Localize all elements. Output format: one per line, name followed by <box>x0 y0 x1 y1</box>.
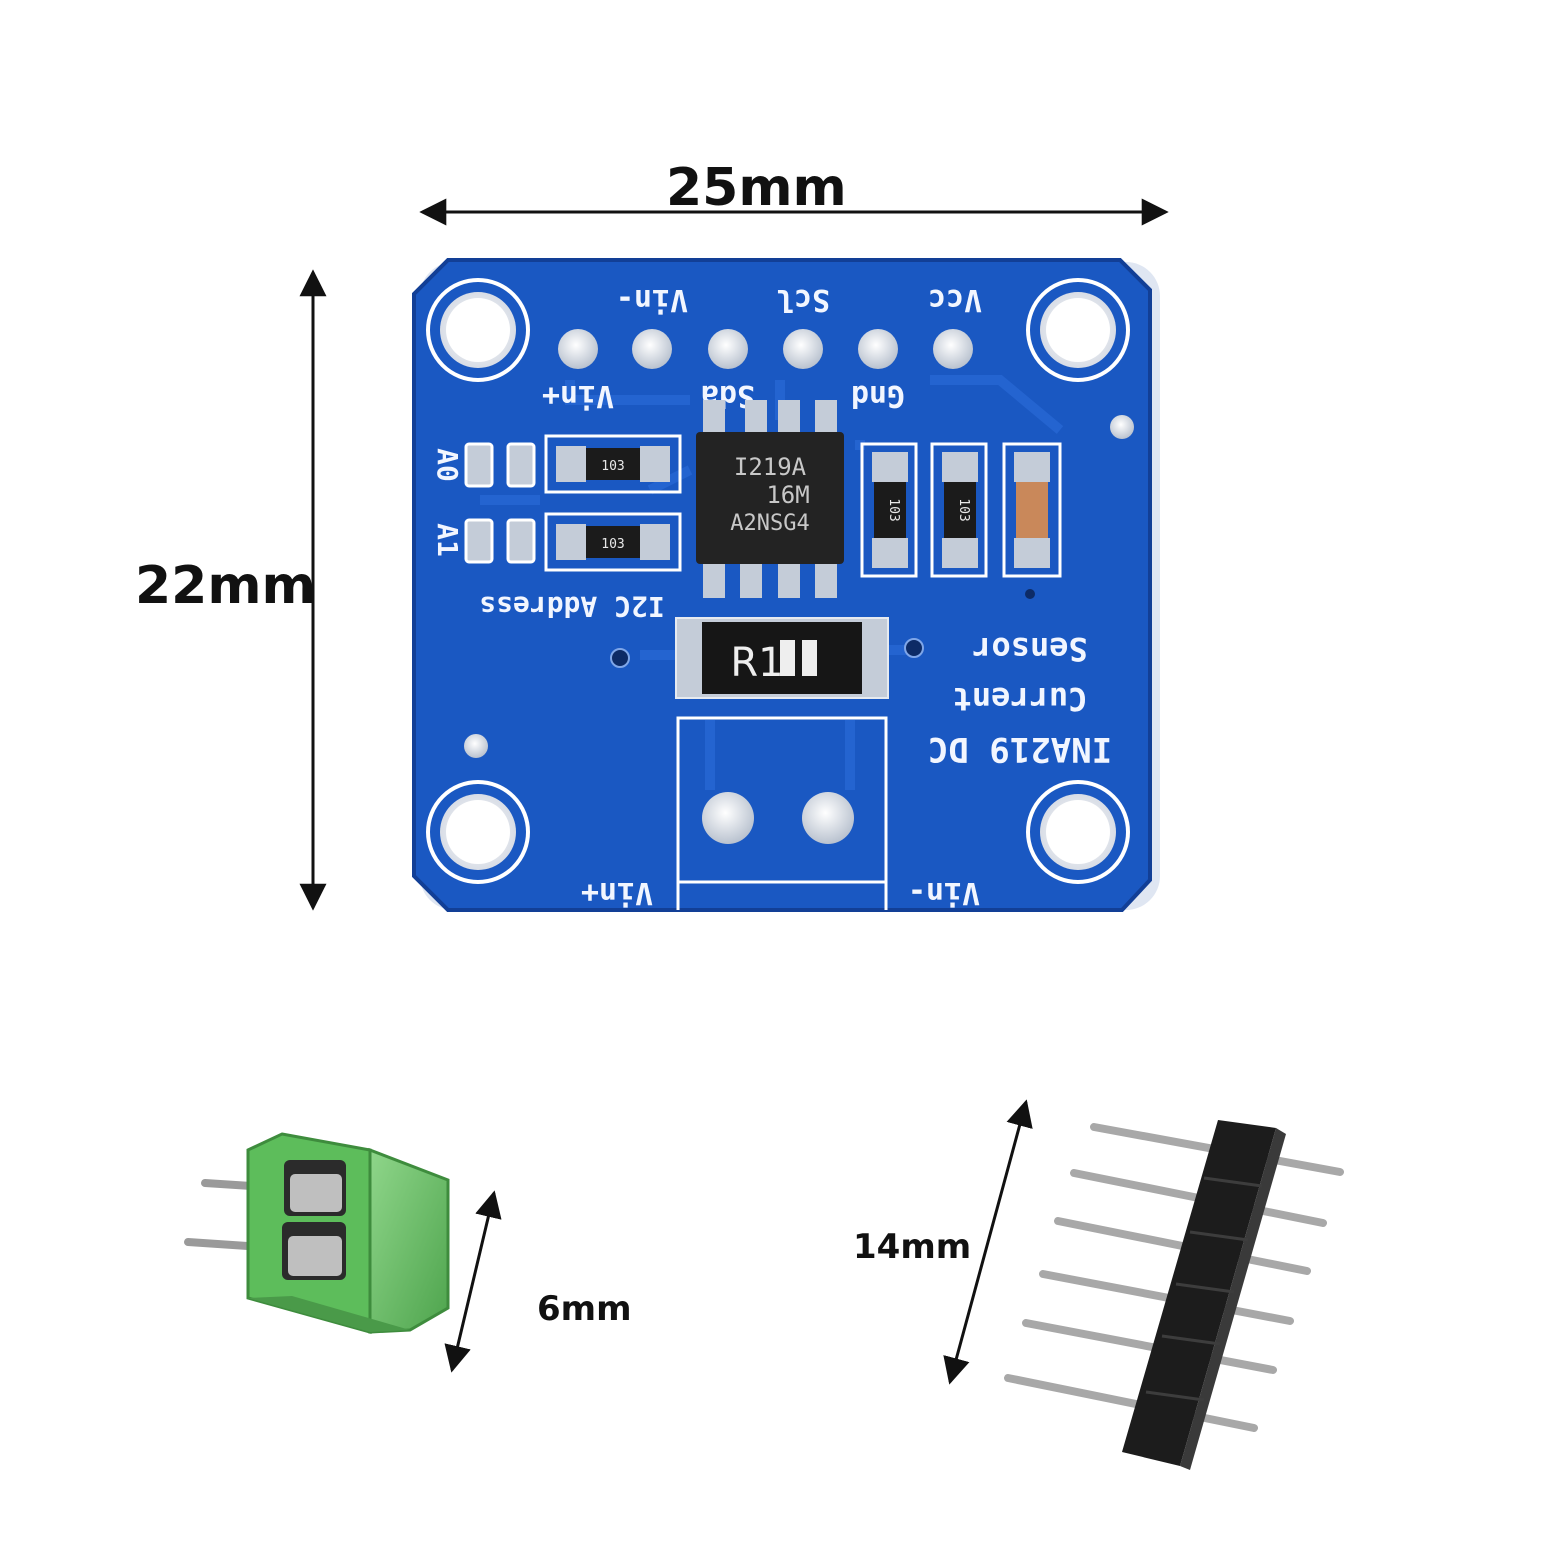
header-arrow <box>943 1099 1033 1385</box>
svg-text:Vin+: Vin+ <box>581 875 653 910</box>
svg-text:I2C Address: I2C Address <box>479 590 664 623</box>
via <box>1025 589 1035 599</box>
svg-text:I219A: I219A <box>734 453 807 481</box>
smd-resistor: 103 <box>860 442 918 578</box>
silk-label-i2c-address: I2C Address <box>479 590 664 623</box>
svg-text:Vin-: Vin- <box>908 875 980 910</box>
mounting-hole <box>1026 278 1130 382</box>
terminal-block-dimension-label: 6mm <box>537 1289 632 1329</box>
via <box>1110 415 1134 439</box>
mounting-hole <box>426 278 530 382</box>
address-solder-pads <box>464 442 536 564</box>
silk-label-a1: A1 <box>431 523 464 557</box>
silk-label-top-vin-minus: Vin- <box>616 282 688 317</box>
terminal-arrow <box>444 1190 502 1373</box>
silk-label-a0: A0 <box>431 448 464 482</box>
silk-label-top-scl: Scl <box>776 282 830 317</box>
terminal-footprint <box>676 716 888 910</box>
svg-text:R1: R1 <box>730 640 783 686</box>
silk-label-bottom-vin-minus: Vin- <box>908 875 980 910</box>
svg-text:A1: A1 <box>431 523 464 557</box>
svg-text:Vcc: Vcc <box>928 282 982 317</box>
silk-label-model: INA219 DC <box>928 729 1112 769</box>
svg-text:Vin-: Vin- <box>616 282 688 317</box>
silk-label-top-vcc: Vcc <box>928 282 982 317</box>
smd-resistor: 103 <box>544 512 682 572</box>
mounting-hole <box>1026 780 1130 884</box>
svg-text:A0: A0 <box>431 448 464 482</box>
screw-terminal-block <box>184 1132 450 1334</box>
svg-text:Gnd: Gnd <box>851 378 905 413</box>
pcb-board: Vin- Scl Vcc Vin+ Sda Gnd A0 A1 <box>412 258 1160 912</box>
header-pads <box>558 329 973 369</box>
svg-text:103: 103 <box>956 498 971 521</box>
via <box>610 648 630 668</box>
silk-label-current: Current <box>953 680 1088 718</box>
pin-header <box>1004 1120 1344 1470</box>
mounting-hole <box>426 780 530 884</box>
board-height-label: 22mm <box>135 556 316 616</box>
via <box>904 638 924 658</box>
svg-text:103: 103 <box>886 498 901 521</box>
via <box>464 734 488 758</box>
svg-text:103: 103 <box>601 459 624 474</box>
svg-text:Vin+: Vin+ <box>542 378 614 413</box>
svg-text:Sensor: Sensor <box>972 630 1088 668</box>
svg-text:103: 103 <box>601 537 624 552</box>
silk-label-sensor: Sensor <box>972 630 1088 668</box>
silk-label-gnd: Gnd <box>851 378 905 413</box>
smd-capacitor <box>1002 442 1062 578</box>
shunt-resistor: R1 <box>675 617 889 699</box>
svg-text:A2NSG4: A2NSG4 <box>730 511 809 536</box>
smd-resistor: 103 <box>930 442 988 578</box>
svg-text:Current: Current <box>953 680 1088 718</box>
svg-text:Scl: Scl <box>776 282 830 317</box>
silk-label-vin-plus: Vin+ <box>542 378 614 413</box>
svg-text:16M: 16M <box>766 481 809 509</box>
svg-text:INA219 DC: INA219 DC <box>928 729 1112 769</box>
ina219-chip: I219A 16M A2NSG4 <box>696 400 844 598</box>
smd-resistor: 103 <box>544 434 682 494</box>
silk-label-bottom-vin-plus: Vin+ <box>581 875 653 910</box>
